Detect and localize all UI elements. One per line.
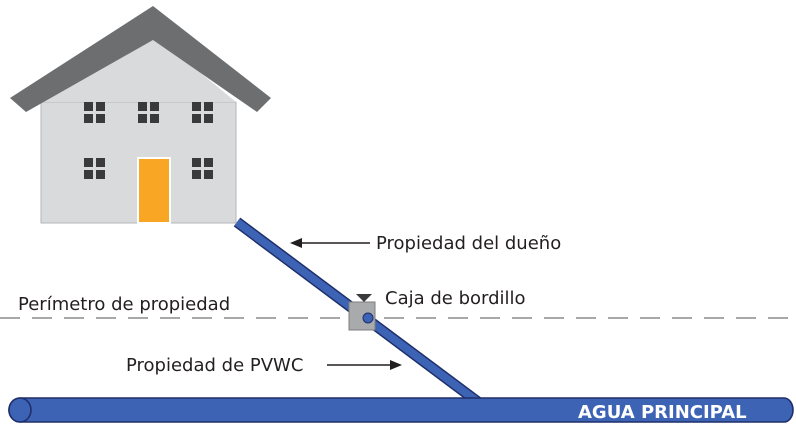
window-top-right — [192, 102, 213, 123]
water-main-pipe — [8, 397, 794, 423]
roof — [10, 6, 271, 112]
owner-property-label: Propiedad del dueño — [376, 233, 561, 254]
window-bottom-right — [192, 158, 213, 179]
curb-box-label: Caja de bordillo — [385, 288, 526, 309]
curb-box — [348, 294, 376, 331]
window-top-left — [84, 102, 105, 123]
door — [137, 157, 171, 224]
property-line-label: Perímetro de propiedad — [18, 294, 230, 315]
window-bottom-left — [84, 158, 105, 179]
water-main-label: AGUA PRINCIPAL — [578, 402, 747, 423]
pvwc-property-label: Propiedad de PVWC — [126, 355, 303, 376]
house-wall-gable — [41, 34, 236, 102]
pvwc-property-callout — [327, 360, 402, 370]
house — [10, 6, 271, 224]
owner-property-callout — [290, 238, 370, 248]
window-top-middle — [138, 102, 159, 123]
